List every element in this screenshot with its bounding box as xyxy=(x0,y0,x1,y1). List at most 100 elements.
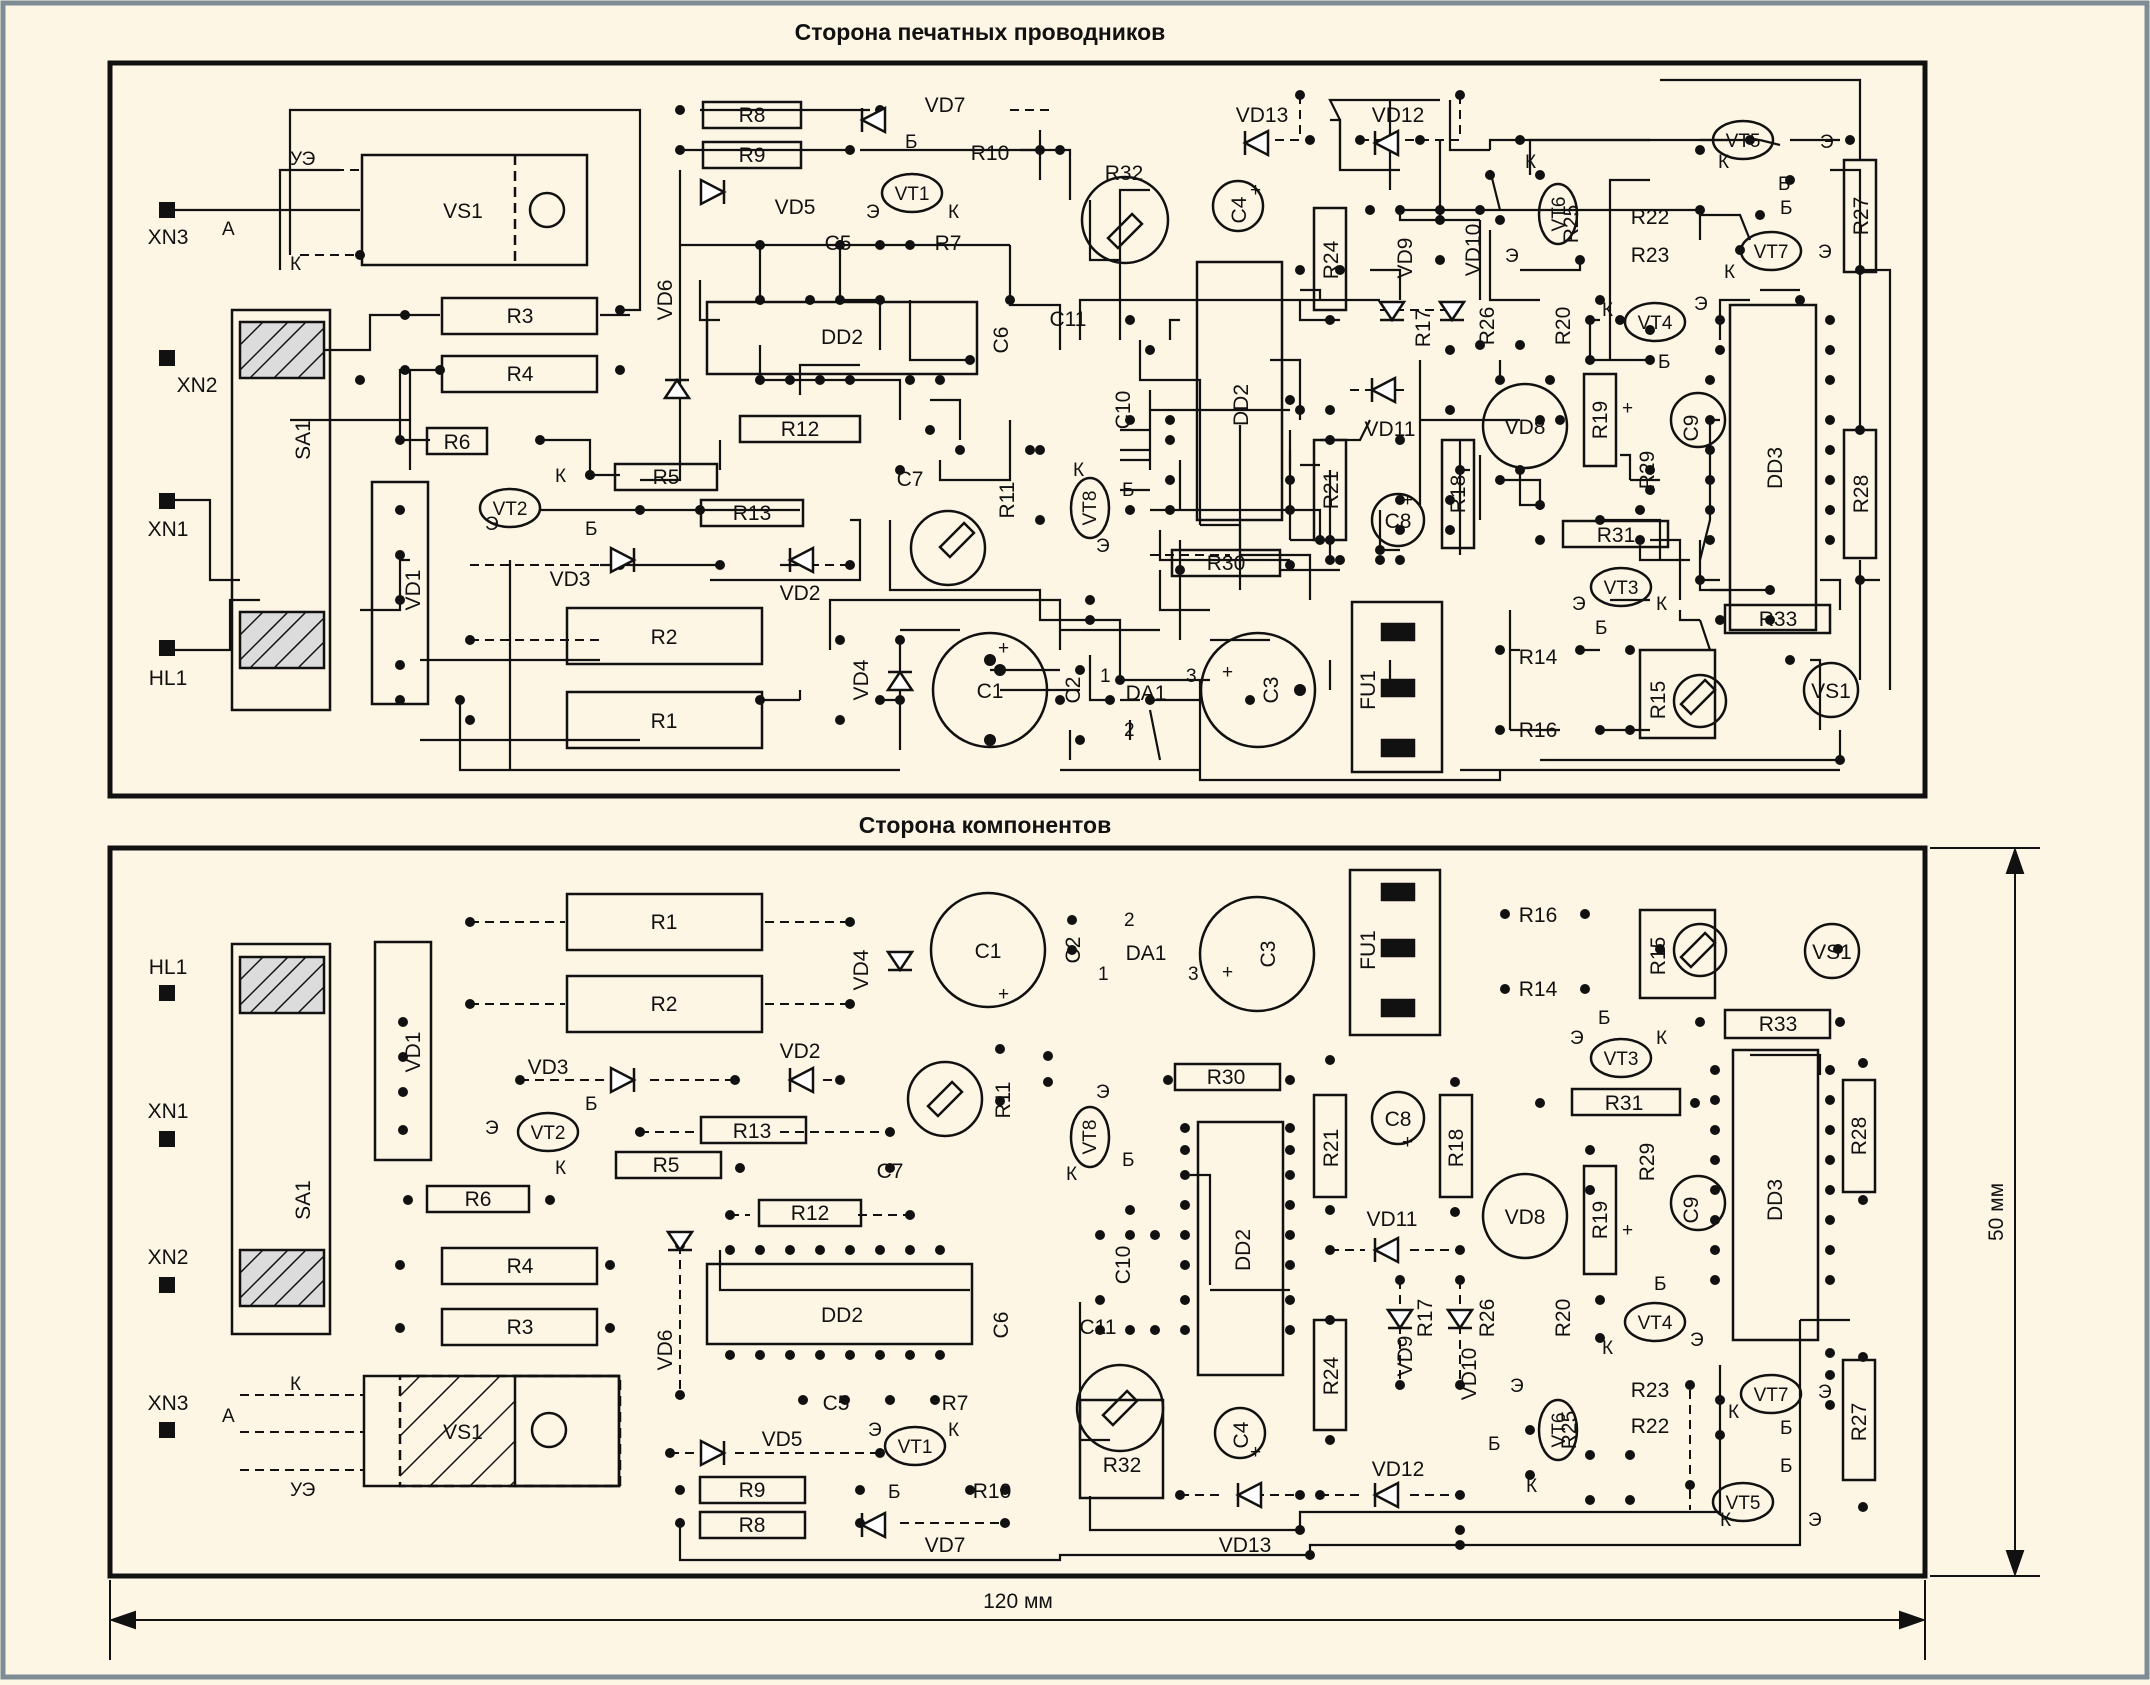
pin-b-vt7-b: Б xyxy=(1780,1418,1792,1439)
trimmer-marks-top xyxy=(938,212,1717,716)
label-xn1-b: HL1 xyxy=(149,956,188,979)
plus-c9-b: + xyxy=(1622,1220,1633,1241)
fuse-hatch-top xyxy=(239,321,325,669)
label-r22: R22 xyxy=(1631,206,1670,229)
label-r4-b: R4 xyxy=(507,1255,534,1278)
pin-k-vt5: К xyxy=(1718,152,1729,173)
label-vd4-b: VD4 xyxy=(850,949,873,990)
label-r13: R13 xyxy=(733,502,772,525)
pin-e-vt3: Э xyxy=(1572,594,1586,615)
label-r7: R7 xyxy=(935,232,962,255)
label-vt7: VT7 xyxy=(1754,242,1789,263)
dim-width-label: 120 мм xyxy=(983,1590,1053,1613)
pin-e-vt5: Э xyxy=(1820,132,1834,153)
pin-k-vt6-b: К xyxy=(1526,1476,1537,1497)
board-outline-top xyxy=(107,60,1928,799)
diodes-bottom xyxy=(609,950,1475,1540)
label-vt8-b: VT8 xyxy=(1080,1120,1101,1155)
labels-top: VS1 SA1 VD1 R3 R4 R6 R5 R13 R2 R1 R8 R9 … xyxy=(148,94,1873,742)
board-outline-bottom xyxy=(107,845,1928,1579)
label-vt3: VT3 xyxy=(1604,578,1639,599)
label-r19: R19 xyxy=(1589,401,1612,440)
label-hl1-b: VS1 xyxy=(1812,941,1852,964)
pin-k-vs1: К xyxy=(290,254,301,275)
label-c5-b: C5 xyxy=(823,1392,850,1415)
pin-b-vt3: Б xyxy=(1595,618,1607,639)
label-r29-b: R29 xyxy=(1636,1143,1659,1182)
label-vd6-b: VD6 xyxy=(654,1330,677,1371)
label-r32: R32 xyxy=(1105,162,1144,185)
label-r30: R30 xyxy=(1207,552,1246,575)
label-vd13-b: VD13 xyxy=(1219,1534,1272,1557)
label-r16-b: R16 xyxy=(1519,904,1558,927)
label-r24-b: R24 xyxy=(1320,1356,1343,1395)
label-dd1-b: DD2 xyxy=(821,1304,863,1327)
label-vs1: VS1 xyxy=(443,200,483,223)
label-da1: DA1 xyxy=(1126,682,1167,705)
label-vd9-b: VD9 xyxy=(1394,1336,1417,1377)
label-r6-b: R6 xyxy=(465,1188,492,1211)
label-r11-b: R11 xyxy=(992,1082,1015,1119)
label-c8: C8 xyxy=(1385,510,1412,533)
label-vt7-b: VT7 xyxy=(1754,1385,1789,1406)
labels-bottom: R1 R2 C1 C3 FU1 R16 R14 R15 VS1 R33 HL1 … xyxy=(148,904,1871,1557)
label-r4: R4 xyxy=(507,363,534,386)
label-vt6-b: VT6 xyxy=(1549,1413,1570,1448)
label-c4-b: C4 xyxy=(1230,1421,1253,1448)
vs1-hole-b xyxy=(530,1411,568,1449)
label-sa1-b: FU1 xyxy=(1357,930,1380,970)
pin-b-vt2: Б xyxy=(585,519,597,540)
pin-k-vs1-b: К xyxy=(290,1374,301,1395)
label-r28-b: R28 xyxy=(1848,1117,1871,1156)
pin-e-vt6: Э xyxy=(1505,246,1519,267)
plus-c4-b: + xyxy=(1250,1442,1261,1463)
label-vt2: VT2 xyxy=(493,499,528,520)
pin-b-vt6-b: Б xyxy=(1488,1434,1500,1455)
label-vt8: VT8 xyxy=(1080,491,1101,526)
pin-k-vt1: К xyxy=(948,202,959,223)
label-vd11-b: VD11 xyxy=(1367,1208,1418,1231)
label-vd3-b: VD3 xyxy=(528,1056,569,1079)
plus-c4: + xyxy=(1250,180,1261,201)
pin-marks-top: УЭ А К Б Э К К Э Б К Б Э Э К Б К Э Б Э К… xyxy=(222,132,1834,741)
label-r8: R8 xyxy=(739,104,766,127)
label-vd2: VD2 xyxy=(780,582,821,605)
label-r9: R9 xyxy=(739,144,766,167)
label-da1-b: DA1 xyxy=(1126,942,1167,965)
label-c3: C3 xyxy=(1260,677,1283,704)
trimmer-marks-bottom xyxy=(926,931,1717,1427)
label-c3-b: C3 xyxy=(1257,941,1280,968)
label-vt3-b: VT3 xyxy=(1604,1049,1639,1070)
label-vt6: VT6 xyxy=(1549,197,1570,232)
label-r26: R26 xyxy=(1476,307,1499,346)
label-r19-b: R19 xyxy=(1589,1201,1612,1240)
label-c6-b: C6 xyxy=(990,1312,1013,1339)
label-r33: R33 xyxy=(1759,608,1798,631)
pin-b-vt3-b: Б xyxy=(1598,1008,1610,1029)
label-r15-b: R15 xyxy=(1647,937,1670,976)
xn-pads-top xyxy=(159,202,175,656)
plus-c8: + xyxy=(1402,490,1413,511)
label-r12: R12 xyxy=(781,418,820,441)
label-vd11: VD11 xyxy=(1365,418,1416,441)
label-r21-b: R21 xyxy=(1320,1129,1343,1168)
plus-c1: + xyxy=(998,638,1009,659)
label-c11-b: C11 xyxy=(1080,1316,1117,1339)
label-fu1-b: SA1 xyxy=(292,1180,315,1220)
label-r23-b: R23 xyxy=(1631,1379,1670,1402)
transistors-bottom xyxy=(516,1037,1803,1523)
transistor-labels-top: VT1 VT2 VT8 VT5 VT6 VT7 VT4 VT3 xyxy=(493,131,1789,599)
label-c9: C9 xyxy=(1680,415,1703,442)
title-bottom: Сторона компонентов xyxy=(859,812,1111,838)
fuse-hatch-bottom xyxy=(239,956,516,1487)
label-r28: R28 xyxy=(1850,475,1873,514)
label-r20: R20 xyxy=(1552,307,1575,346)
pin-e-vt7-b: Э xyxy=(1818,1382,1832,1403)
label-vd4: VD4 xyxy=(850,659,873,700)
label-c8-b: C8 xyxy=(1385,1108,1412,1131)
pin-k-vt2-b: К xyxy=(555,1158,566,1179)
label-r23: R23 xyxy=(1631,244,1670,267)
pin-b-vt8: Б xyxy=(1122,480,1134,501)
